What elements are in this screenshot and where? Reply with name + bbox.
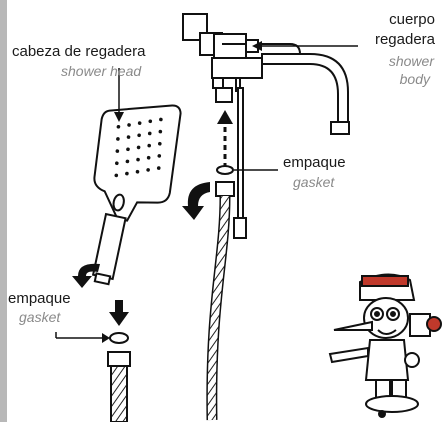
shower-head-icon xyxy=(68,91,187,292)
shower-body-label-en-line2: body xyxy=(400,71,430,87)
gasket-bottom-label-es: empaque xyxy=(8,290,71,307)
gasket-top-label-es: empaque xyxy=(283,154,346,171)
gasket-icon xyxy=(217,166,233,174)
up-arrow-icon xyxy=(217,110,233,166)
hose-icon xyxy=(108,352,130,422)
slide-rail xyxy=(234,88,246,238)
rotate-arrow-icon xyxy=(182,182,210,220)
hose-icon xyxy=(212,182,234,420)
shower-body-label-en-line1: shower xyxy=(389,53,434,69)
shower-head-label-en: shower head xyxy=(61,63,141,79)
gasket-top-label-en: gasket xyxy=(293,174,334,190)
plumber-mascot-icon xyxy=(330,274,441,417)
gasket-bottom-leader xyxy=(56,332,110,343)
shower-body-icon xyxy=(183,14,349,134)
shower-body-label-es-line1: cuerpo xyxy=(389,11,435,28)
gasket-bottom-label-en: gasket xyxy=(19,309,60,325)
shower-body-label-es-line2: regadera xyxy=(375,31,435,48)
down-arrow-icon xyxy=(109,300,129,326)
shower-head-label-es: cabeza de regadera xyxy=(12,43,145,60)
gasket-icon xyxy=(110,333,128,343)
